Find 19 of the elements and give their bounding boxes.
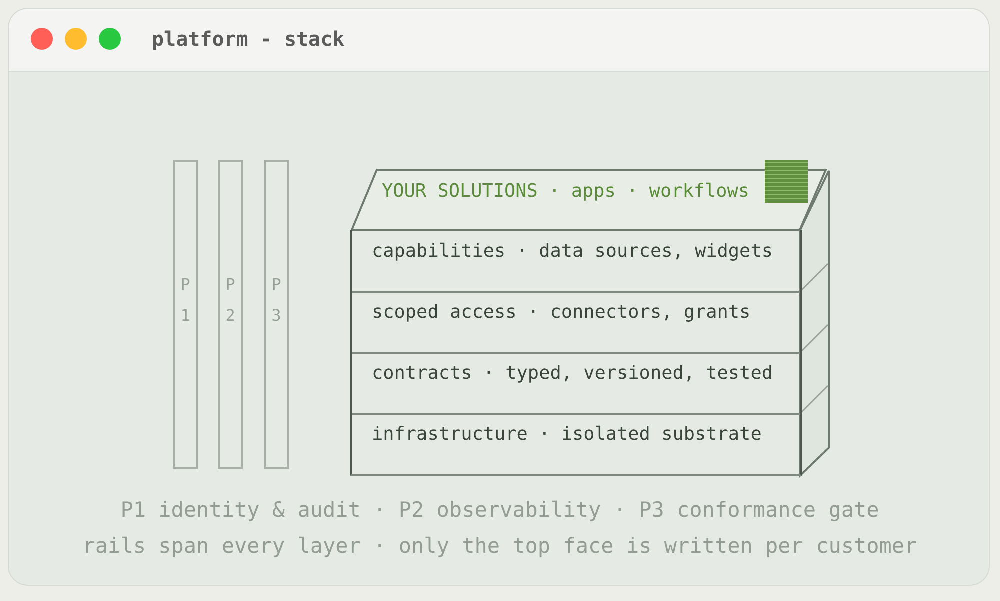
layer-label: contracts · typed, versioned, tested <box>372 362 773 386</box>
layer-label: infrastructure · isolated substrate <box>372 423 762 447</box>
rail <box>218 160 243 469</box>
window-title: platform - stack <box>152 26 345 52</box>
layer-label: YOUR SOLUTIONS · apps · workflows <box>382 180 750 204</box>
note-text: P1 identity & audit · P2 observability · P3 conformance gate <box>120 497 880 523</box>
rail <box>264 160 289 469</box>
layer-band <box>350 230 802 293</box>
rail-label: P2 <box>226 274 236 327</box>
note-text: rails span every layer · only the top face is written per customer <box>82 533 918 559</box>
layer-label: scoped access · connectors, grants <box>372 301 751 325</box>
layer-band <box>350 413 802 476</box>
layer-band <box>350 291 802 354</box>
stack-top-face <box>350 160 828 232</box>
layer-label: capabilities · data sources, widgets <box>372 240 773 264</box>
layer-band <box>350 352 802 415</box>
rail <box>173 160 198 469</box>
rail-label: P1 <box>180 274 190 327</box>
rail-label: P3 <box>272 274 282 327</box>
